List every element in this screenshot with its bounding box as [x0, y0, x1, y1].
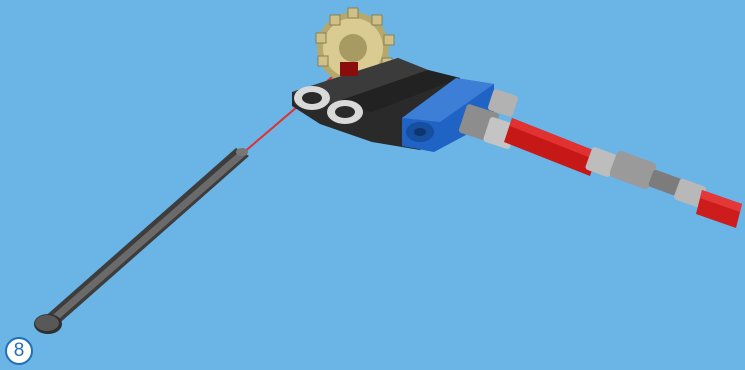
universal-joint-part: [585, 146, 707, 208]
step-number-badge: 8: [5, 337, 33, 365]
step-number-text: 8: [14, 340, 25, 362]
red-end-axle-part: [696, 190, 742, 228]
red-axle-part: [504, 118, 598, 176]
gray-axle-part: [34, 148, 249, 334]
